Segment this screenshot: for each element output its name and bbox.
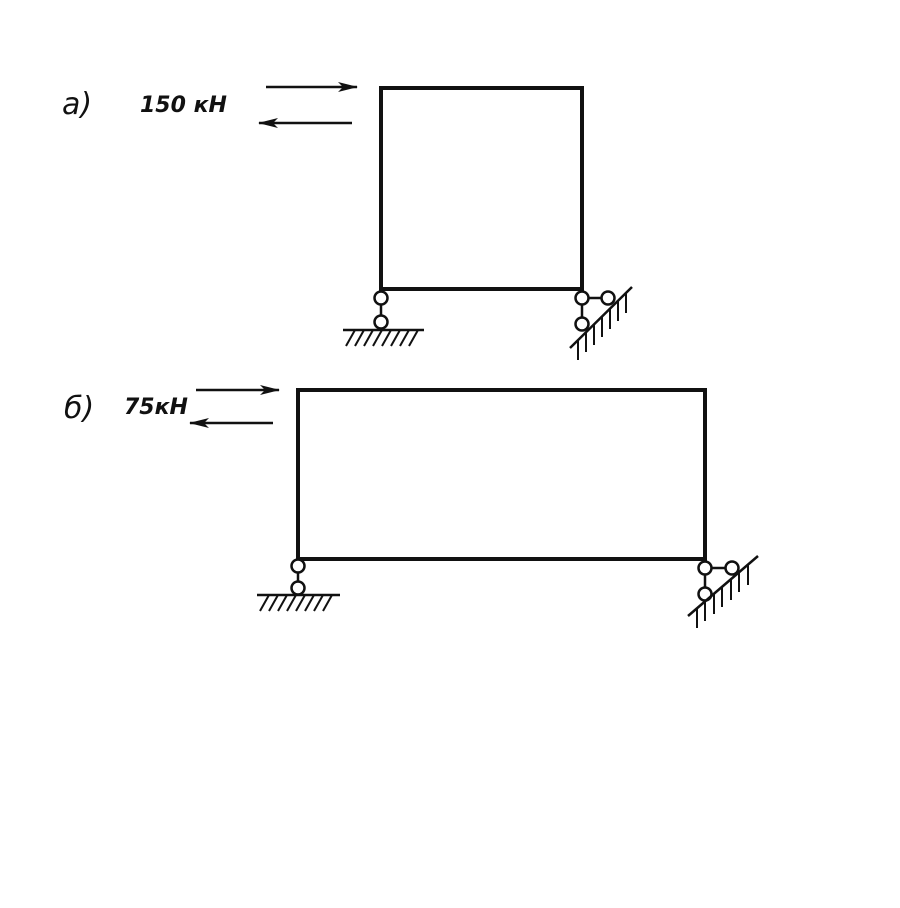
roller-support-icon <box>257 558 340 612</box>
roller-support-icon <box>343 289 424 347</box>
pinned-wall-support-icon <box>569 286 633 360</box>
frame-b <box>296 388 707 561</box>
pinned-wall-support-icon <box>687 555 759 628</box>
wall-hatching <box>696 565 749 628</box>
frame-a <box>379 86 584 291</box>
wall-hatching <box>577 293 627 360</box>
ground-hatching <box>345 329 419 347</box>
panel-a: а) 150 кН <box>62 82 633 360</box>
panel-b-label: б) <box>64 391 94 426</box>
ground-hatching <box>259 594 333 612</box>
panel-a-load-label: 150 кН <box>140 93 227 118</box>
panel-b-load-label: 75кН <box>124 395 188 420</box>
opposing-arrows-icon <box>189 385 280 428</box>
opposing-arrows-icon <box>258 82 358 128</box>
panel-b: б) 75кН <box>64 385 759 628</box>
panel-a-label: а) <box>62 87 92 122</box>
